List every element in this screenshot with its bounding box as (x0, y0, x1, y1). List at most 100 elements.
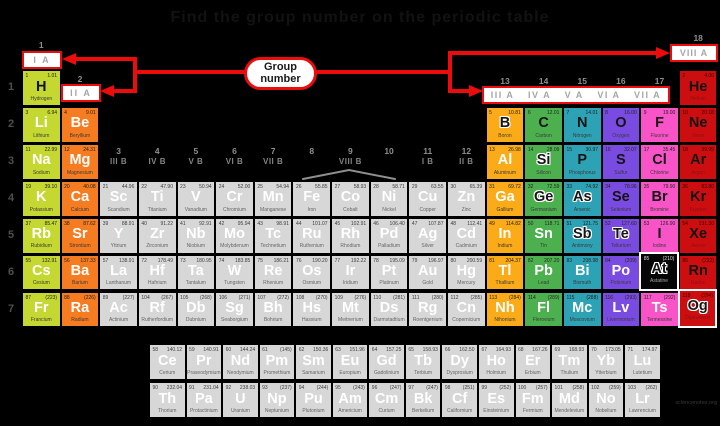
atomic-number-and-mass: 113(284) (487, 293, 524, 301)
atomic-number: 50 (527, 220, 534, 227)
arrowhead-iia (100, 85, 114, 97)
element-symbol: Fe (303, 189, 321, 206)
arrowhead-viiia (656, 47, 670, 59)
element-name: Thorium (158, 407, 177, 414)
element-name: Chlorine (650, 169, 669, 176)
atomic-number: 96 (371, 385, 378, 391)
element-name: Gadolinium (373, 369, 400, 376)
element-symbol: Ta (187, 263, 204, 280)
element-name: Sulfur (614, 169, 628, 176)
atomic-mass: 32.07 (624, 146, 637, 153)
element-symbol: Dy (450, 352, 469, 369)
atomic-mass: 54.94 (276, 183, 289, 190)
element-name: Plutonium (302, 407, 325, 414)
element-symbol: La (110, 263, 128, 280)
atomic-number-and-mass: 108(270) (293, 293, 330, 301)
element-name: Gold (422, 280, 433, 287)
atomic-number: 42 (218, 220, 225, 227)
atomic-number: 109 (334, 294, 343, 301)
atomic-mass: 50.94 (199, 183, 212, 190)
atomic-number-and-mass: 111(280) (409, 293, 446, 301)
atomic-number: 72 (141, 257, 147, 264)
element-symbol: Al (497, 152, 513, 169)
group-number-18: 18 (693, 33, 703, 43)
atomic-number: 54 (682, 220, 688, 227)
element-name: Magnesium (66, 169, 93, 176)
atomic-mass: 39.10 (44, 183, 58, 190)
atomic-mass: (210) (662, 255, 675, 262)
element-name: Cesium (32, 280, 50, 287)
atomic-number: 58 (152, 347, 159, 353)
atomic-mass: 158.93 (422, 347, 438, 353)
atomic-mass: (145) (280, 347, 292, 353)
atomic-number: 47 (411, 220, 418, 227)
atomic-number-and-mass: 117(292) (641, 293, 678, 301)
atomic-number-and-mass: 118(294) (680, 291, 716, 299)
element-name: Titanium (147, 206, 167, 213)
element-name: Ytterbium (595, 369, 617, 376)
atomic-mass: 24.31 (83, 146, 96, 153)
element-symbol: Ti (150, 189, 164, 206)
atomic-number: 65 (408, 347, 414, 353)
atomic-number: 44 (295, 220, 302, 227)
element-symbol: Lu (633, 352, 652, 369)
element-symbol: Bk (413, 390, 433, 407)
atomic-mass: 207.20 (544, 257, 560, 264)
group-label-ia: I A (22, 51, 62, 69)
element-symbol: N (577, 115, 588, 132)
atomic-number-and-mass: 94(244) (296, 383, 331, 391)
element-symbol: Rf (149, 300, 165, 317)
element-name: Radium (71, 317, 89, 324)
element-name: Xenon (690, 243, 706, 250)
atomic-number: 37 (25, 220, 32, 227)
element-name: Helium (690, 95, 706, 102)
atomic-mass: 58.71 (392, 183, 405, 190)
atomic-number: 9 (643, 109, 647, 116)
group-number-12: 12 (461, 146, 472, 156)
atomic-number: 29 (411, 183, 418, 190)
atomic-number: 92 (225, 385, 232, 391)
atomic-mass: (289) (547, 294, 560, 301)
element-symbol: Sc (109, 189, 128, 206)
atomic-number: 99 (481, 385, 487, 391)
atomic-mass: 1.01 (47, 73, 58, 79)
watermark: sciencenotes.org (675, 400, 717, 406)
element-symbol: He (688, 78, 708, 95)
element-name: Strontium (69, 243, 91, 250)
period-number-4: 4 (7, 191, 15, 204)
element-name: Yttrium (110, 243, 127, 250)
